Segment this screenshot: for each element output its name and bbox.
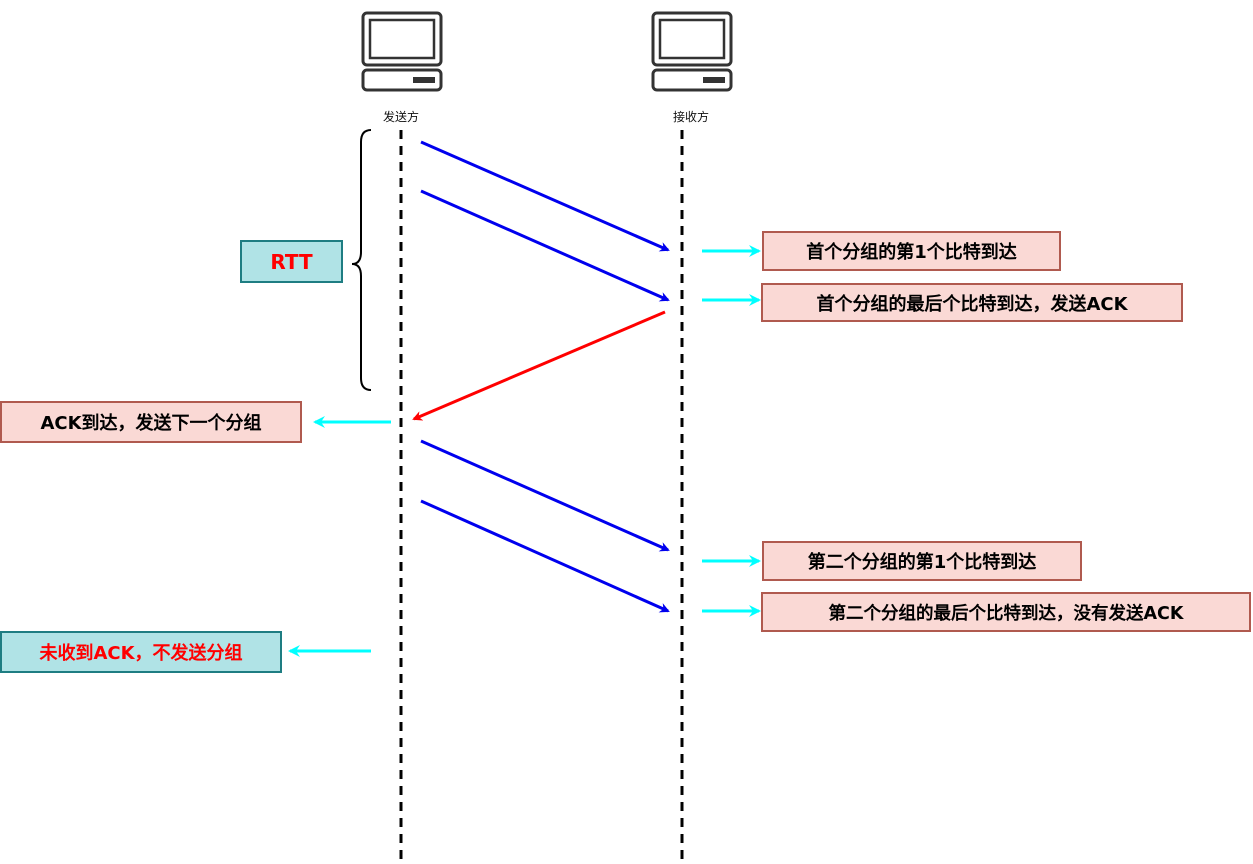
rtt-brace	[351, 129, 372, 391]
packet1-first-bit-arrow	[420, 140, 670, 252]
sender-label: 发送方	[382, 110, 420, 124]
rtt-label: RTT	[240, 240, 343, 283]
packet2-first-bit-arrow	[420, 439, 670, 552]
receiver-computer-icon	[651, 11, 733, 92]
note-ack-arrived: ACK到达，发送下一个分组	[0, 401, 302, 443]
note-last-bit-packet1: 首个分组的最后个比特到达，发送ACK	[761, 283, 1183, 322]
note-first-bit-packet1: 首个分组的第1个比特到达	[762, 231, 1061, 271]
receiver-label: 接收方	[672, 110, 710, 124]
note-first-bit-packet2: 第二个分组的第1个比特到达	[762, 541, 1082, 581]
sender-computer-icon	[361, 11, 443, 92]
packet1-last-bit-arrow	[420, 189, 670, 302]
note-last-bit-packet2: 第二个分组的最后个比特到达，没有发送ACK	[761, 592, 1251, 632]
packet2-last-bit-arrow	[420, 499, 670, 613]
note-no-ack: 未收到ACK，不发送分组	[0, 631, 282, 673]
ack-arrow	[412, 310, 666, 421]
